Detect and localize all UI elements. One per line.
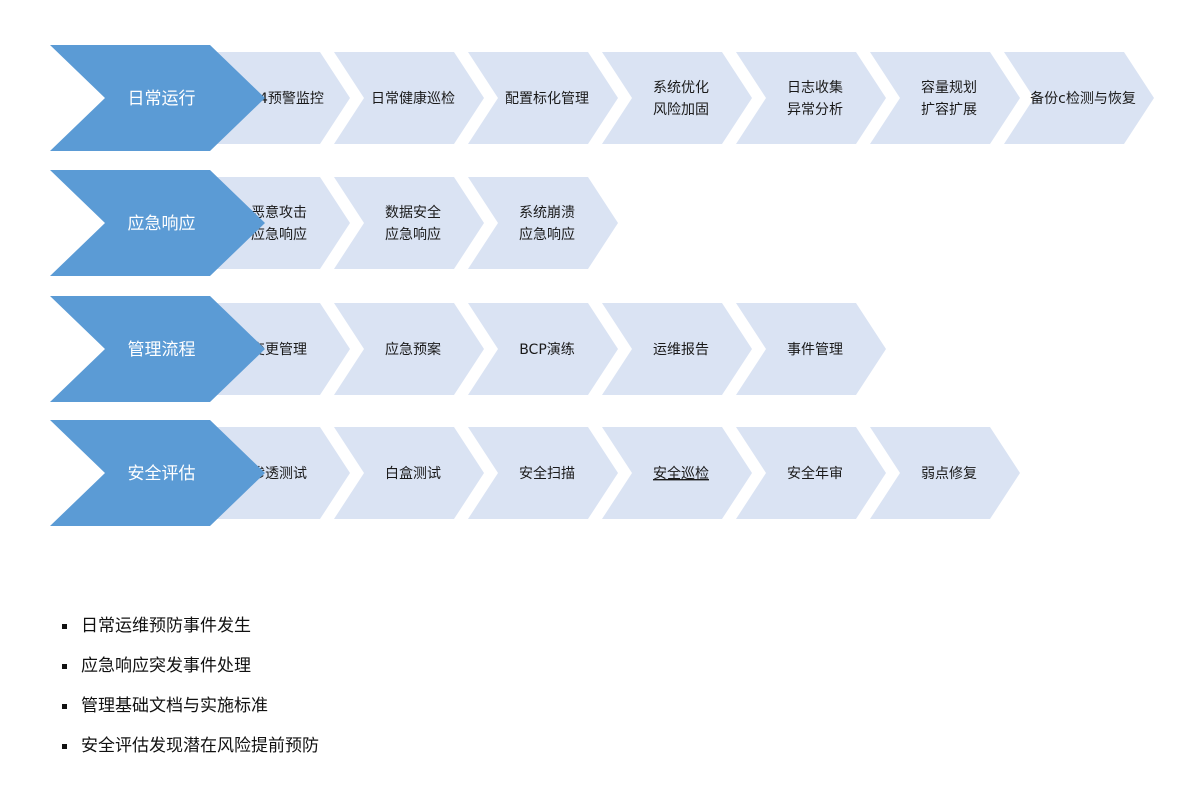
- square-bullet-icon: [62, 743, 67, 749]
- step-chevron: 弱点修复: [870, 427, 1020, 519]
- step-label: 风险加固: [653, 102, 709, 118]
- bullet-text: 管理基础文档与实施标准: [81, 696, 268, 716]
- step-chevron-shape: [602, 303, 752, 395]
- step-label: 系统崩溃: [519, 205, 575, 221]
- step-chevron-shape: [334, 177, 484, 269]
- step-chevron: 安全扫描: [468, 427, 618, 519]
- row-header-shape: [50, 45, 265, 151]
- step-chevron-shape: [468, 52, 618, 144]
- step-label: 安全年审: [787, 465, 843, 482]
- row-header-label: 日常运行: [128, 89, 196, 109]
- step-chevron: BCP演练: [468, 303, 618, 395]
- square-bullet-icon: [62, 663, 67, 669]
- process-row: 渗透测试 白盒测试 安全扫描 安全巡检 安全年审 弱点修复 安全评估: [50, 420, 1020, 526]
- step-label: 备份c检测与恢复: [1030, 90, 1136, 107]
- step-label: BCP演练: [519, 342, 575, 358]
- step-chevron-shape: [468, 303, 618, 395]
- row-header-shape: [50, 420, 265, 526]
- row-header-shape: [50, 296, 265, 402]
- step-chevron-shape: [1004, 52, 1154, 144]
- step-label: 扩容扩展: [921, 101, 977, 118]
- row-header-shape: [50, 170, 265, 276]
- step-chevron-shape: [736, 303, 886, 395]
- step-chevron: 安全巡检: [602, 427, 752, 519]
- step-label: 配置标化管理: [505, 91, 589, 107]
- step-label: 安全巡检: [653, 465, 709, 482]
- step-chevron-shape: [468, 427, 618, 519]
- step-label: 应急响应: [251, 226, 307, 243]
- step-label: 系统优化: [653, 80, 709, 96]
- step-chevron: 备份c检测与恢复: [1004, 52, 1154, 144]
- row-header-chevron: 安全评估: [50, 420, 265, 526]
- bullet-text: 安全评估发现潜在风险提前预防: [81, 736, 319, 756]
- step-chevron-shape: [334, 427, 484, 519]
- step-label: 应急响应: [385, 226, 441, 243]
- row-header-label: 应急响应: [128, 214, 196, 234]
- step-chevron: 事件管理: [736, 303, 886, 395]
- bullet-text: 日常运维预防事件发生: [81, 616, 251, 636]
- step-label: 应急响应: [519, 226, 575, 243]
- step-label: 异常分析: [787, 102, 843, 118]
- step-label: 日常健康巡检: [371, 90, 455, 107]
- row-header-label: 安全评估: [128, 464, 196, 484]
- process-row: 变更管理 应急预案 BCP演练 运维报告 事件管理 管理流程: [50, 296, 886, 402]
- step-chevron-shape: [334, 303, 484, 395]
- bullet-item: 日常运维预防事件发生: [62, 606, 319, 646]
- step-label: 弱点修复: [921, 465, 977, 482]
- step-label: 变更管理: [251, 342, 307, 358]
- step-chevron-shape: [870, 52, 1020, 144]
- row-header-chevron: 应急响应: [50, 170, 265, 276]
- step-label: 事件管理: [787, 342, 843, 358]
- step-chevron: 配置标化管理: [468, 52, 618, 144]
- bullet-item: 安全评估发现潜在风险提前预防: [62, 726, 319, 766]
- step-chevron-shape: [736, 52, 886, 144]
- bullet-item: 应急响应突发事件处理: [62, 646, 319, 686]
- step-chevron: 日常健康巡检: [334, 52, 484, 144]
- step-label: 运维报告: [653, 342, 709, 358]
- process-chevron-diagram: 7*24预警监控日常健康巡检配置标化管理系统优化风险加固日志收集异常分析容量规划…: [50, 45, 1154, 526]
- process-row: 7*24预警监控日常健康巡检配置标化管理系统优化风险加固日志收集异常分析容量规划…: [50, 45, 1154, 151]
- square-bullet-icon: [62, 703, 67, 709]
- step-chevron-shape: [870, 427, 1020, 519]
- summary-bullet-list: 日常运维预防事件发生 应急响应突发事件处理 管理基础文档与实施标准 安全评估发现…: [62, 606, 319, 766]
- step-chevron: 安全年审: [736, 427, 886, 519]
- row-header-chevron: 管理流程: [50, 296, 265, 402]
- step-label: 日志收集: [787, 79, 843, 96]
- step-label: 应急预案: [385, 341, 441, 358]
- step-label: 渗透测试: [251, 466, 307, 482]
- step-chevron: 白盒测试: [334, 427, 484, 519]
- row-header-label: 管理流程: [128, 340, 196, 360]
- step-label: 容量规划: [921, 79, 977, 96]
- step-chevron-shape: [468, 177, 618, 269]
- step-label: 恶意攻击: [251, 204, 307, 221]
- step-chevron: 运维报告: [602, 303, 752, 395]
- step-label: 数据安全: [385, 204, 441, 221]
- square-bullet-icon: [62, 623, 67, 629]
- row-header-chevron: 日常运行: [50, 45, 265, 151]
- step-chevron-shape: [334, 52, 484, 144]
- step-chevron-shape: [602, 52, 752, 144]
- step-chevron-shape: [602, 427, 752, 519]
- step-label: 安全扫描: [519, 465, 575, 482]
- step-chevron-shape: [736, 427, 886, 519]
- bullet-text: 应急响应突发事件处理: [81, 656, 251, 676]
- step-chevron: 应急预案: [334, 303, 484, 395]
- step-label: 白盒测试: [385, 465, 441, 482]
- bullet-item: 管理基础文档与实施标准: [62, 686, 319, 726]
